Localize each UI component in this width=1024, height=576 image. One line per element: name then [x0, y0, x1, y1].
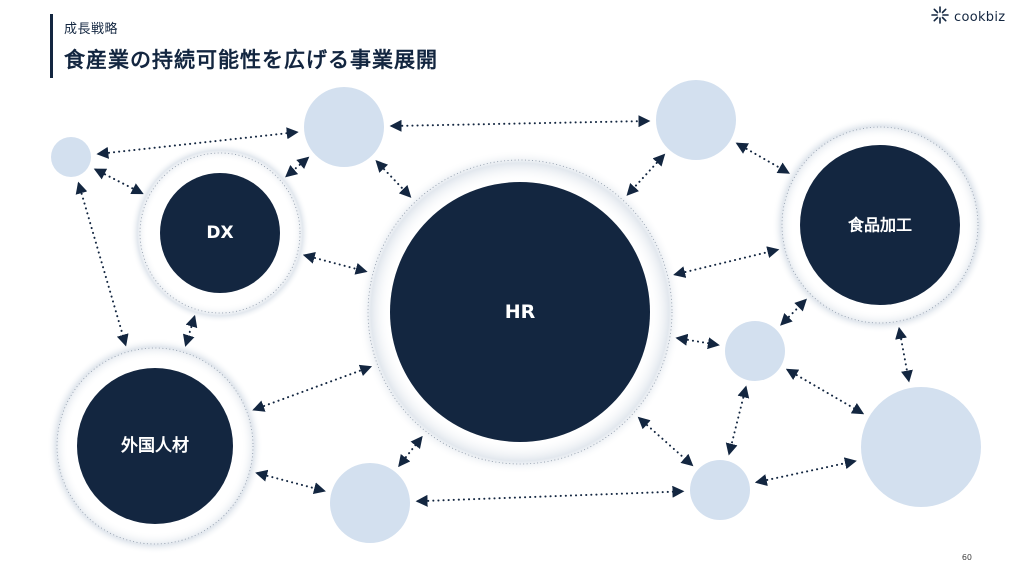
edge-foreign-talent-n5: [255, 469, 326, 495]
sparkle-icon: [930, 5, 950, 29]
edge-hr-n4: [675, 333, 720, 350]
edge-n5-n6: [415, 485, 685, 507]
edge-n4-n7: [785, 368, 865, 415]
node-n2: [304, 87, 384, 167]
edge-n1-dx: [93, 168, 144, 195]
node-dx: [160, 173, 280, 293]
edge-n3-food-processing: [735, 142, 790, 174]
title-accent-bar: [50, 14, 53, 78]
edge-dx-hr: [302, 252, 368, 275]
node-n6: [690, 460, 750, 520]
logo-text: cookbiz: [954, 9, 1006, 25]
food-processing-dotted-ring: [781, 126, 979, 324]
brand-logo: cookbiz: [930, 6, 1005, 28]
node-n1: [51, 137, 91, 177]
node-label-hr: HR: [505, 301, 536, 323]
node-food-processing: [800, 145, 960, 305]
node-n3: [656, 80, 736, 160]
edge-n4-food-processing: [780, 298, 807, 326]
edge-n2-dx: [285, 156, 310, 178]
edge-n1-foreign-talent: [75, 181, 129, 347]
node-n7: [861, 387, 981, 507]
node-label-dx: DX: [206, 223, 233, 243]
hr-dotted-ring: [367, 159, 673, 465]
node-n4: [725, 321, 785, 381]
node-label-food-processing: 食品加工: [847, 216, 912, 235]
edge-n3-hr: [626, 153, 666, 196]
page-title: 食産業の持続可能性を広げる事業展開: [64, 48, 438, 72]
edge-hr-food-processing: [673, 246, 780, 278]
node-label-foreign-talent: 外国人材: [121, 435, 189, 456]
edge-layer: [75, 115, 913, 507]
edge-n5-hr: [398, 435, 423, 468]
edge-n2-n3: [389, 115, 651, 132]
node-n5: [330, 463, 410, 543]
edge-foreign-talent-hr: [252, 364, 373, 412]
edge-dx-foreign-talent: [182, 314, 198, 347]
edge-n6-n7: [754, 457, 857, 486]
page-number: 60: [961, 553, 972, 562]
node-foreign-talent: [77, 368, 233, 524]
edge-hr-n6: [637, 416, 694, 467]
edge-food-processing-n7: [895, 326, 913, 383]
node-hr: [390, 182, 650, 442]
section-label: 成長戦略: [64, 22, 119, 37]
edge-n2-hr: [375, 160, 412, 198]
dx-dotted-ring: [139, 152, 301, 314]
foreign-talent-dotted-ring: [56, 347, 254, 545]
edge-n4-n6: [725, 385, 750, 456]
